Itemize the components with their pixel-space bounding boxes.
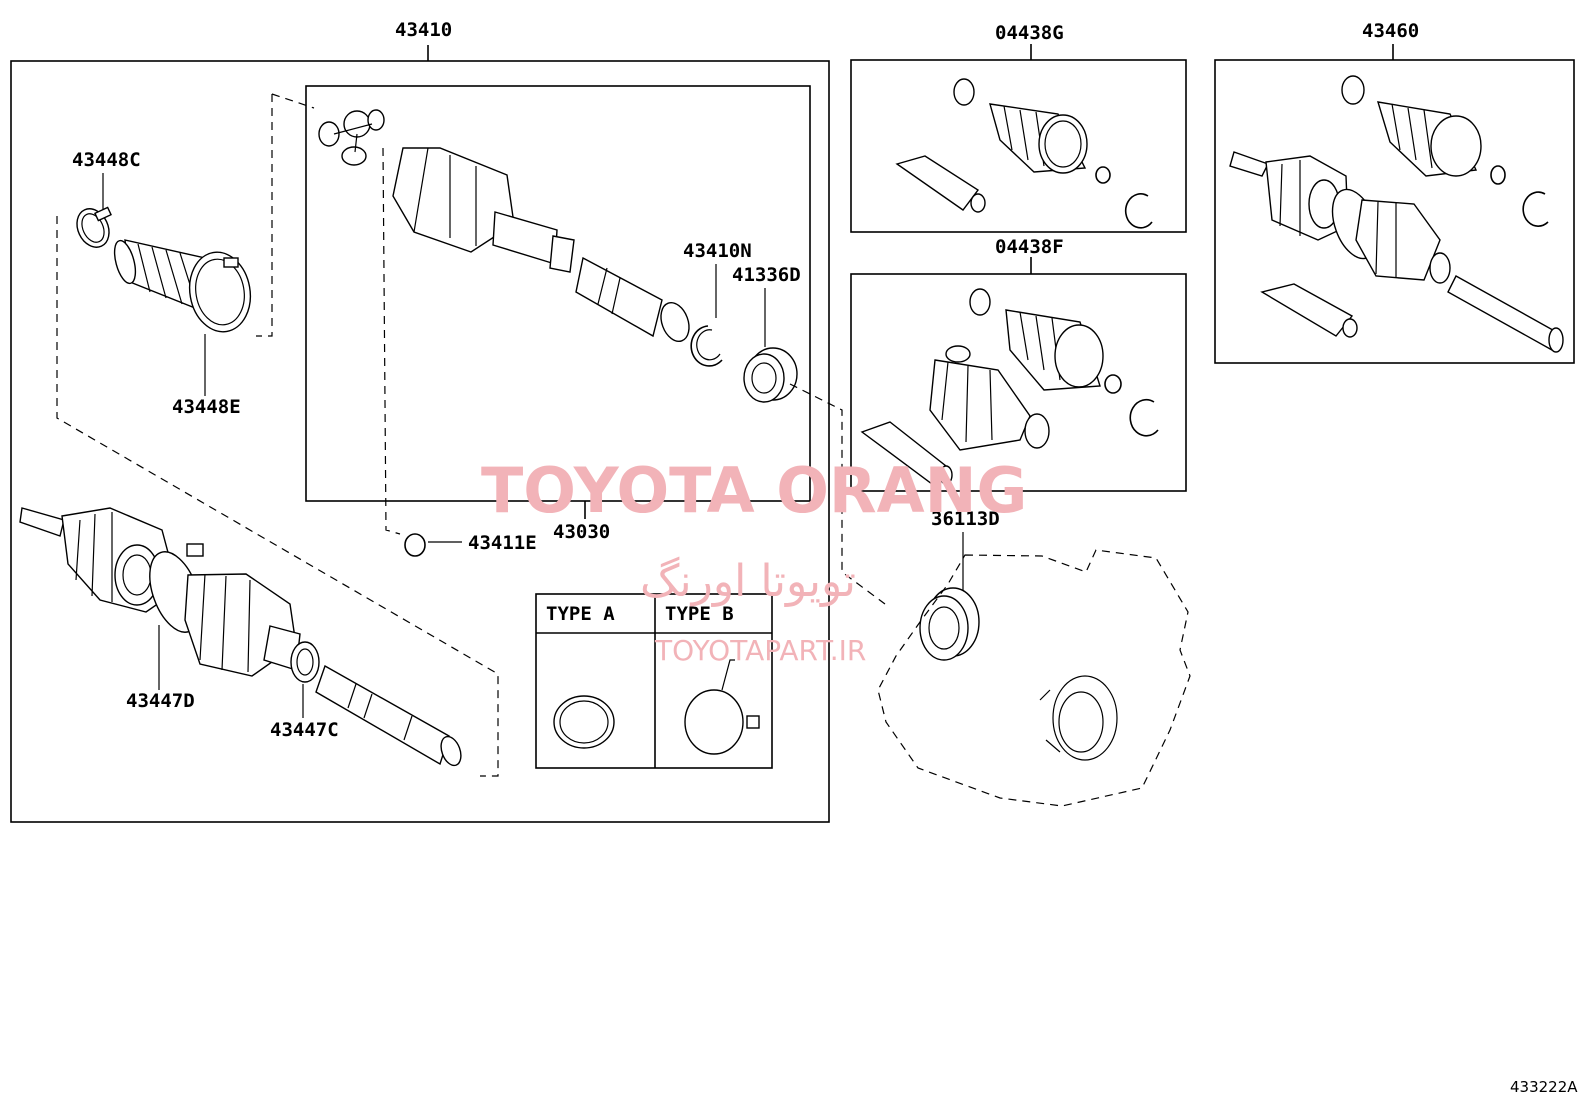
right-shaft-assembly: [1229, 75, 1564, 353]
clamp-type-table: [535, 593, 773, 769]
oil-seal-36113D: [919, 587, 980, 661]
figure-id: 433222A: [1510, 1078, 1578, 1096]
label-43447D: 43447D: [126, 690, 195, 712]
seal-41336D: [743, 347, 798, 403]
inboard-housing: [392, 147, 690, 343]
label-41336D: 41336D: [732, 264, 801, 286]
label-type-a: TYPE A: [546, 603, 615, 625]
boot-43448E: [113, 239, 252, 333]
transmission-housing: [877, 549, 1191, 807]
label-36113D: 36113D: [931, 508, 1000, 530]
tripod-joint: [318, 109, 385, 166]
label-type-b: TYPE B: [665, 603, 734, 625]
watermark-url: TOYOTAPART.IR: [654, 634, 866, 667]
inboard-joint-box: [305, 85, 811, 502]
kit-box-f: [850, 273, 1187, 492]
kit-box-g: [850, 59, 1187, 233]
label-43410N: 43410N: [683, 240, 752, 262]
label-43448E: 43448E: [172, 396, 241, 418]
label-43447C: 43447C: [270, 719, 339, 741]
label-04438F: 04438F: [995, 236, 1064, 258]
kit-g-parts: [895, 78, 1153, 229]
label-43410: 43410: [395, 19, 452, 41]
label-43448C: 43448C: [72, 149, 141, 171]
snapring-43411E: [404, 533, 426, 557]
watermark-brand: TOYOTA ORANG: [481, 454, 1027, 527]
label-43411E: 43411E: [468, 532, 537, 554]
guide-boot: [256, 94, 273, 337]
clamp-43448C: [76, 206, 112, 248]
watermark-farsi: تویوتا اورنگ: [640, 556, 856, 607]
label-43460: 43460: [1362, 20, 1419, 42]
label-43030: 43030: [553, 521, 610, 543]
circlip-43410N: [690, 325, 723, 367]
outboard-shaft: [19, 507, 462, 767]
assembly-box-right: [1214, 59, 1575, 364]
kit-f-parts: [860, 288, 1159, 485]
label-04438G: 04438G: [995, 22, 1064, 44]
assembly-box-main: [10, 60, 830, 823]
